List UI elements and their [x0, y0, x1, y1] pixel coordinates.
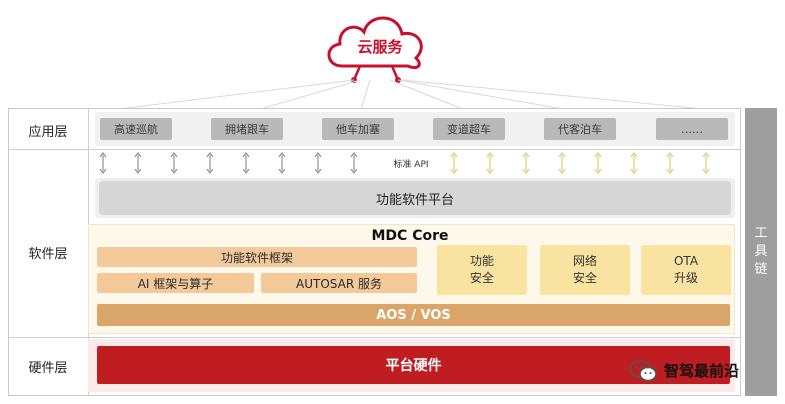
- api-arrow: [558, 152, 566, 174]
- api-arrow: [594, 152, 602, 174]
- api-arrow: [314, 152, 322, 174]
- toolchain-char: 链: [754, 262, 768, 277]
- network-security-box: 网络 安全: [540, 245, 630, 295]
- api-arrow: [630, 152, 638, 174]
- layer-divider: [8, 337, 741, 338]
- app-pill: 高速巡航: [100, 118, 172, 140]
- api-arrow: [99, 152, 107, 174]
- watermark-text: 智驾最前沿: [664, 361, 740, 380]
- network-security-line1: 网络: [572, 254, 597, 268]
- cloud-service-label: 云服务: [357, 37, 403, 56]
- app-pill: 他车加塞: [322, 118, 394, 140]
- functional-safety-line2: 安全: [469, 271, 494, 285]
- api-arrow: [134, 152, 142, 174]
- toolchain-bar: 工 具 链: [745, 108, 777, 396]
- app-layer-row: [95, 112, 735, 146]
- api-arrow: [278, 152, 286, 174]
- app-layer-label: 应用层: [28, 124, 68, 140]
- api-arrow: [486, 152, 494, 174]
- autosar-service: AUTOSAR 服务: [261, 273, 417, 293]
- ota-line2: 升级: [673, 271, 698, 285]
- function-software-framework: 功能软件框架: [97, 247, 417, 267]
- functional-safety-line1: 功能: [469, 254, 494, 268]
- function-software-platform: 功能软件平台: [99, 181, 731, 215]
- layer-divider: [8, 149, 741, 150]
- api-arrow: [242, 152, 250, 174]
- app-pill: 代客泊车: [544, 118, 616, 140]
- functional-safety-box: 功能 安全: [437, 245, 527, 295]
- hardware-layer-label: 硬件层: [28, 360, 68, 376]
- mdc-core-title: MDC Core: [371, 228, 449, 244]
- platform-hardware-bar: 平台硬件: [97, 346, 730, 384]
- toolchain-char: 工: [754, 226, 768, 241]
- api-arrow: [522, 152, 530, 174]
- app-pill: 拥堵跟车: [211, 118, 283, 140]
- aos-vos-bar: AOS / VOS: [97, 304, 730, 326]
- software-layer-label: 软件层: [28, 246, 68, 262]
- wechat-icon: [629, 360, 657, 382]
- cloud-icon: [327, 16, 423, 83]
- toolchain-char: 具: [754, 244, 768, 259]
- api-arrow: [450, 152, 458, 174]
- api-arrow: [702, 152, 710, 174]
- ota-upgrade-box: OTA 升级: [641, 245, 731, 295]
- api-arrow: [350, 152, 358, 174]
- api-arrow: [666, 152, 674, 174]
- network-security-line2: 安全: [572, 271, 597, 285]
- standard-api-label: 标准 API: [383, 156, 439, 170]
- api-arrow: [170, 152, 178, 174]
- api-arrow: [206, 152, 214, 174]
- app-pill: ……: [656, 118, 728, 140]
- ai-framework-operators: AI 框架与算子: [97, 273, 254, 293]
- ota-line1: OTA: [673, 254, 699, 268]
- app-pill: 变道超车: [433, 118, 505, 140]
